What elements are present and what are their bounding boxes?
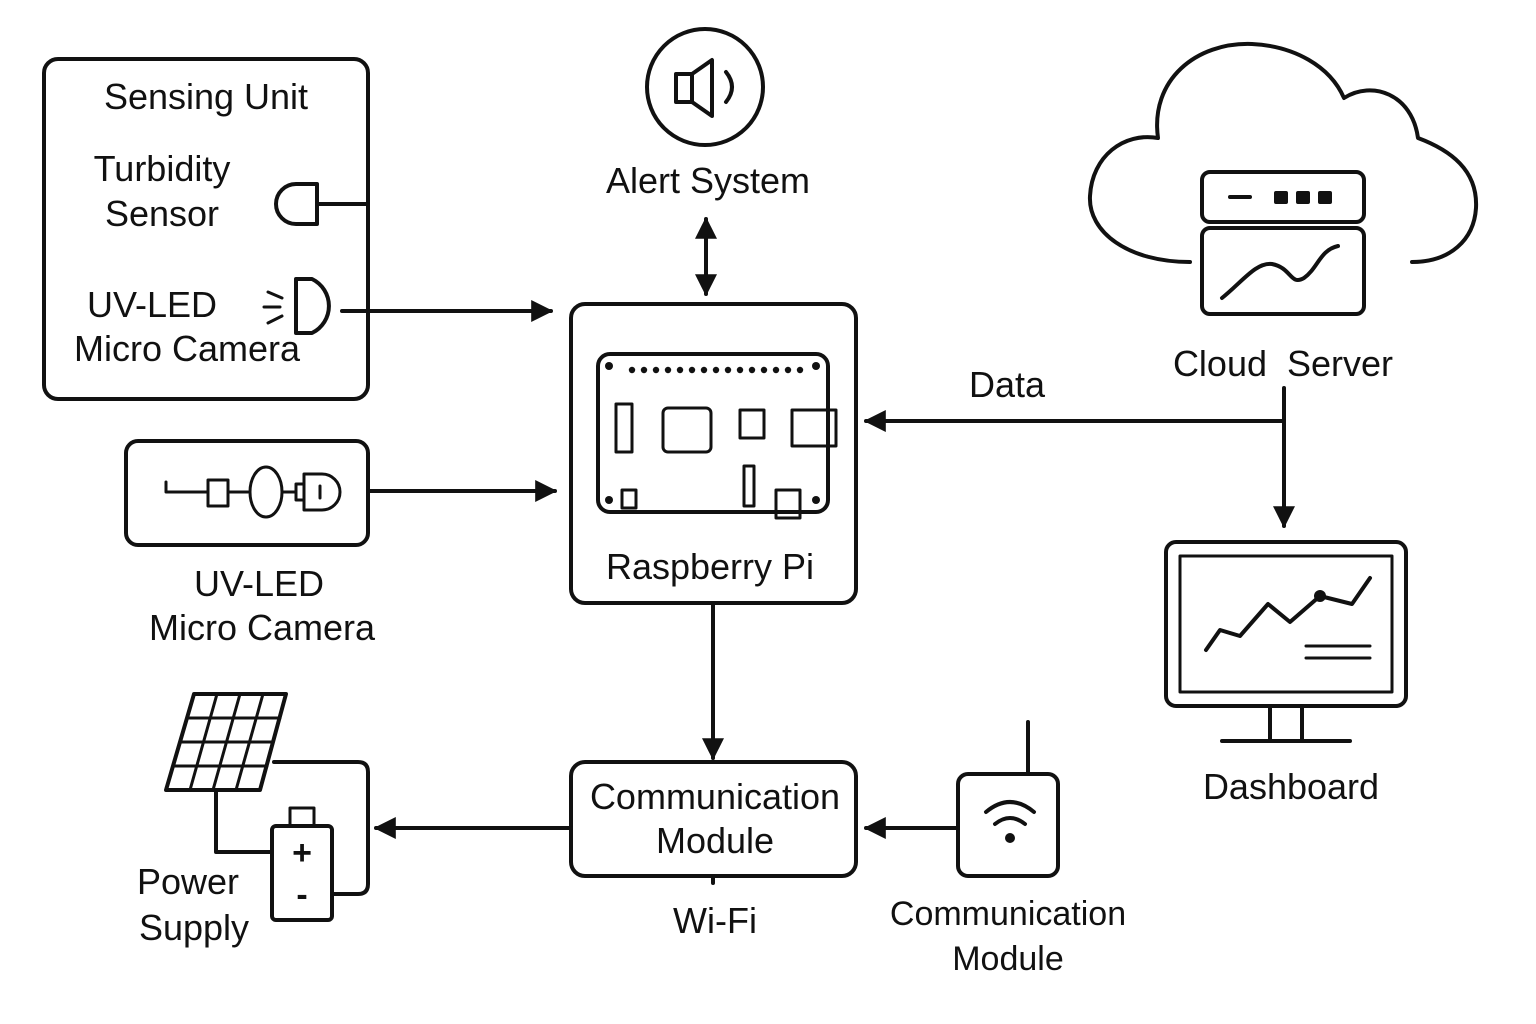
circuit-board-icon — [596, 352, 838, 520]
raspberry-pi-label: Raspberry Pi — [606, 546, 814, 587]
gpio-pin — [748, 366, 756, 374]
camera-probe-icon — [164, 465, 342, 519]
gpio-pin — [736, 366, 744, 374]
gpio-pin — [688, 366, 696, 374]
power-supply-line2: Supply — [139, 907, 249, 948]
gpio-pin — [628, 366, 636, 374]
gpio-pin — [772, 366, 780, 374]
wifi-router-icon — [956, 720, 1060, 878]
camera-module-label-line2: Micro Camera — [149, 607, 376, 648]
battery-minus-sign: - — [296, 876, 307, 914]
gpio-pin — [796, 366, 804, 374]
comm-module-center-box: Communication Module — [569, 760, 858, 878]
raspberry-pi-box: Raspberry Pi — [569, 302, 858, 605]
uvled-label-line1: UV-LED — [87, 284, 217, 325]
speaker-icon — [645, 27, 765, 147]
gpio-pin — [724, 366, 732, 374]
gpio-pin — [784, 366, 792, 374]
uvled-label-line2: Micro Camera — [74, 328, 301, 369]
sensing-unit-title: Sensing Unit — [104, 76, 308, 117]
comm-module-center-line2: Module — [656, 820, 774, 861]
turbidity-sensor-icon — [274, 182, 368, 226]
gpio-pin — [640, 366, 648, 374]
camera-module-label-line1: UV-LED — [194, 563, 324, 604]
gpio-pin — [676, 366, 684, 374]
gpio-pin — [652, 366, 660, 374]
solar-panel-icon — [164, 692, 288, 854]
battery-plus-sign: + — [292, 834, 312, 872]
cloud-server-label: Cloud Server — [1173, 343, 1393, 384]
comm-module-right-line2: Module — [952, 940, 1064, 978]
battery-icon: + - — [270, 806, 334, 922]
turbidity-label-line2: Sensor — [105, 193, 219, 234]
wifi-label: Wi-Fi — [673, 900, 757, 941]
cloud-server: Cloud Server — [1087, 41, 1479, 384]
dashboard: Dashboard — [1164, 540, 1408, 807]
data-link-label: Data — [969, 364, 1046, 405]
power-wiring-line — [272, 760, 370, 896]
comm-module-center-line1: Communication — [590, 776, 840, 817]
comm-module-right: Communication Module — [890, 720, 1126, 978]
dashboard-label: Dashboard — [1203, 766, 1379, 807]
alert-system-label: Alert System — [606, 160, 810, 201]
gpio-pin — [664, 366, 672, 374]
gpio-pin — [760, 366, 768, 374]
alert-system: Alert System — [606, 27, 810, 201]
power-supply: + - Power Supply — [137, 692, 370, 948]
power-supply-line1: Power — [137, 861, 239, 902]
cloud-icon — [1087, 41, 1479, 264]
gpio-pin — [700, 366, 708, 374]
gpio-pin — [712, 366, 720, 374]
server-icon — [1200, 170, 1366, 316]
sensing-unit-box: Sensing Unit Turbidity Sensor UV-LED Mic… — [42, 57, 370, 401]
camera-module-box — [124, 439, 370, 547]
uvled-emitter-icon — [262, 277, 331, 335]
turbidity-label-line1: Turbidity — [94, 148, 231, 189]
monitor-chart-icon — [1164, 540, 1408, 743]
comm-module-right-line1: Communication — [890, 895, 1126, 933]
